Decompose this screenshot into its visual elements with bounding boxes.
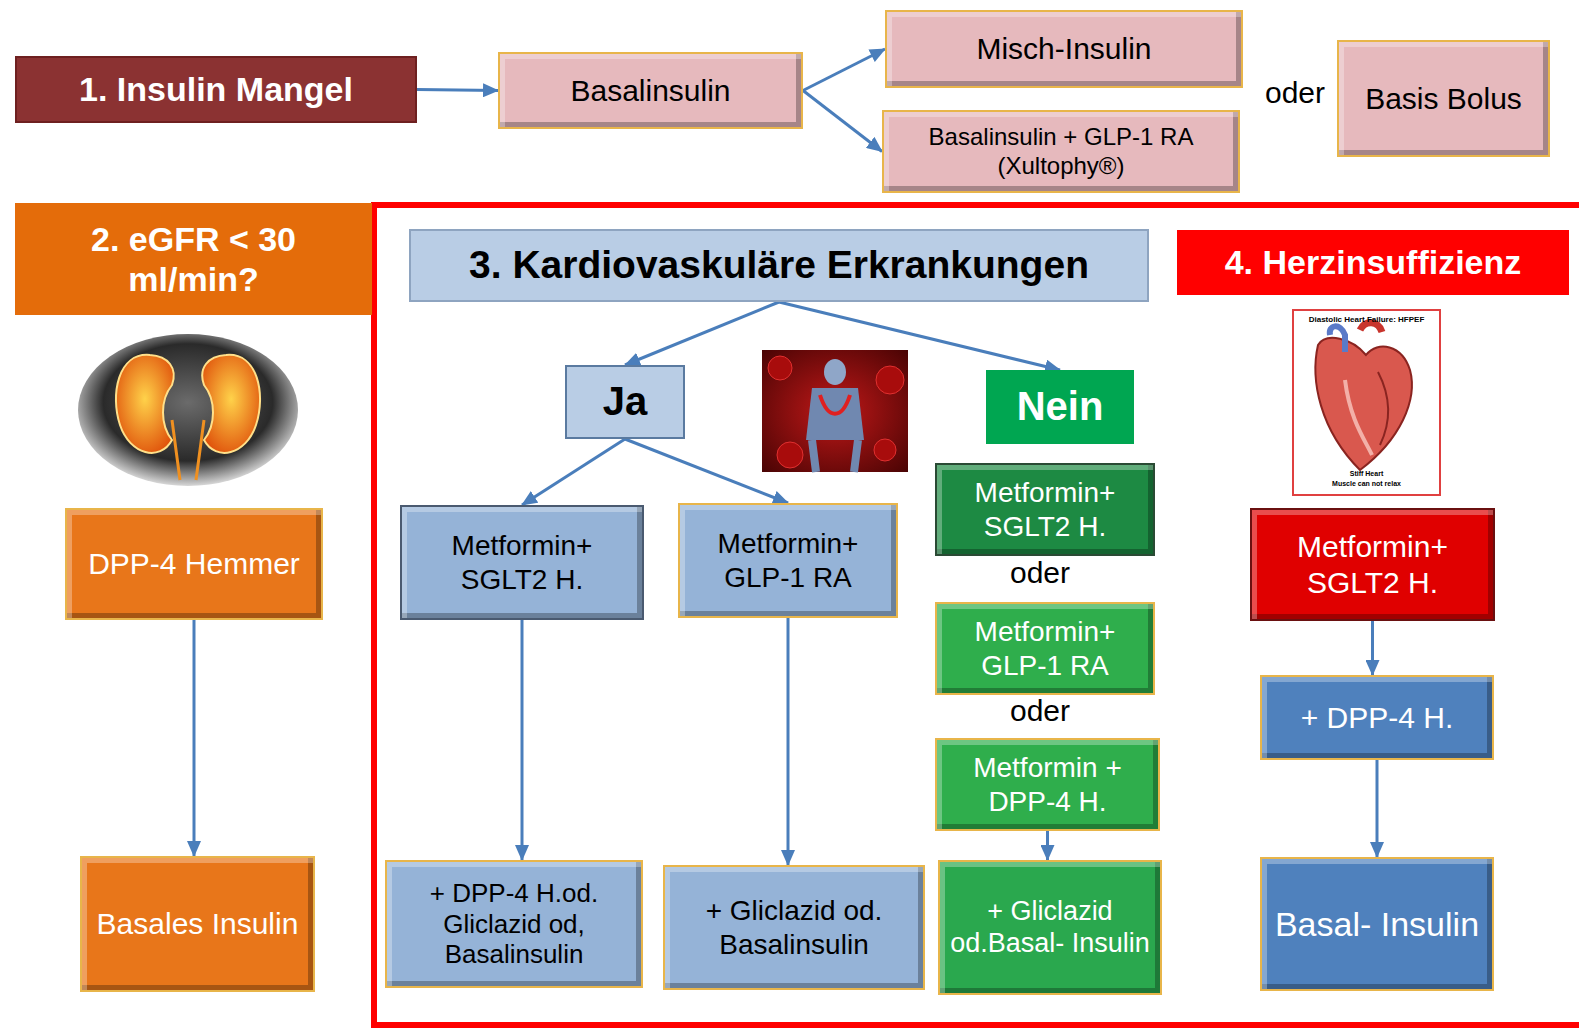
- therapy-box: Metformin+ SGLT2 H.: [1250, 508, 1495, 621]
- arrow-connector: [625, 302, 779, 365]
- box-text: 3. Kardiovaskuläre Erkrankungen: [469, 242, 1089, 288]
- box-text: Metformin+ SGLT2 H.: [410, 529, 634, 595]
- box-text: + Gliclazid od.Basal- Insulin: [948, 896, 1152, 960]
- section-heading: 2. eGFR < 30 ml/min?: [15, 203, 372, 315]
- box-text: Basales Insulin: [97, 906, 299, 941]
- therapy-box: Basis Bolus: [1337, 40, 1550, 157]
- figure-caption: Stiff Heart: [1297, 470, 1436, 478]
- box-text: DPP-4 Hemmer: [88, 546, 300, 581]
- therapy-box: Misch-Insulin: [885, 10, 1243, 88]
- decision-box: Nein: [986, 370, 1134, 444]
- connector-word: oder: [990, 694, 1090, 727]
- box-text: Nein: [1017, 383, 1104, 430]
- arrow-connector: [1046, 831, 1049, 860]
- box-text: Metformin+ SGLT2 H.: [945, 476, 1145, 542]
- kidney-picture: [78, 334, 298, 486]
- connector-word: oder: [1250, 76, 1340, 109]
- section-frame: [374, 205, 1579, 1025]
- therapy-box: DPP-4 Hemmer: [65, 508, 323, 620]
- box-text: Basal- Insulin: [1275, 904, 1479, 944]
- therapy-box: Basal- Insulin: [1260, 857, 1494, 991]
- therapy-box: Basalinsulin + GLP-1 RA (Xultophy®): [882, 110, 1240, 193]
- box-text: + Gliclazid od. Basalinsulin: [673, 894, 915, 960]
- arrow-connector: [803, 49, 885, 91]
- therapy-box: Basalinsulin: [498, 52, 803, 129]
- box-text: Metformin+ GLP-1 RA: [688, 527, 888, 593]
- section-heading: 1. Insulin Mangel: [15, 56, 417, 123]
- therapy-box: Metformin+ GLP-1 RA: [935, 602, 1155, 695]
- therapy-box: + DPP-4 H.od. Gliclazid od, Basalinsulin: [385, 860, 643, 988]
- therapy-box: + Gliclazid od.Basal- Insulin: [938, 860, 1162, 995]
- blood-picture: [762, 350, 908, 472]
- arrow-connector: [787, 618, 790, 865]
- therapy-box: Metformin + DPP-4 H.: [935, 738, 1160, 831]
- figure-caption: Muscle can not relax: [1297, 480, 1436, 488]
- arrow-connector: [1376, 760, 1379, 857]
- arrow-connector: [803, 91, 882, 152]
- arrow-connector: [417, 90, 498, 91]
- arrow-connector: [521, 620, 524, 860]
- box-text: 1. Insulin Mangel: [79, 69, 353, 109]
- heart-picture: [1293, 310, 1440, 495]
- box-text: + DPP-4 H.: [1301, 700, 1454, 735]
- arrow-connector: [625, 439, 788, 503]
- figure-caption: Diastolic Heart Failure: HFPEF: [1297, 316, 1436, 325]
- box-text: Metformin + DPP-4 H.: [945, 751, 1150, 817]
- box-text: Basis Bolus: [1365, 81, 1522, 116]
- therapy-box: Metformin+ GLP-1 RA: [678, 503, 898, 618]
- box-text: Ja: [603, 378, 648, 425]
- box-text: 2. eGFR < 30 ml/min?: [25, 219, 362, 299]
- therapy-box: Metformin+ SGLT2 H.: [935, 463, 1155, 556]
- box-text: Metformin+ GLP-1 RA: [945, 615, 1145, 681]
- box-text: 4. Herzinsuffizienz: [1225, 242, 1522, 282]
- therapy-box: Metformin+ SGLT2 H.: [400, 505, 644, 620]
- therapy-box: + DPP-4 H.: [1260, 675, 1494, 760]
- box-text: Metformin+ SGLT2 H.: [1260, 529, 1485, 600]
- arrow-connector: [193, 620, 196, 856]
- arrow-connector: [1371, 621, 1374, 675]
- box-text: Basalinsulin: [570, 73, 730, 108]
- arrow-connector: [779, 302, 1060, 370]
- therapy-box: + Gliclazid od. Basalinsulin: [663, 865, 925, 990]
- box-text: Misch-Insulin: [976, 31, 1151, 66]
- therapy-box: Basales Insulin: [80, 856, 315, 992]
- box-text: + DPP-4 H.od. Gliclazid od, Basalinsulin: [395, 878, 633, 970]
- box-text: Basalinsulin + GLP-1 RA (Xultophy®): [892, 123, 1230, 180]
- arrow-connector: [522, 439, 625, 505]
- connector-word: oder: [990, 556, 1090, 589]
- section-heading: 4. Herzinsuffizienz: [1177, 230, 1569, 295]
- decision-box: Ja: [565, 365, 685, 439]
- section-heading: 3. Kardiovaskuläre Erkrankungen: [409, 229, 1149, 302]
